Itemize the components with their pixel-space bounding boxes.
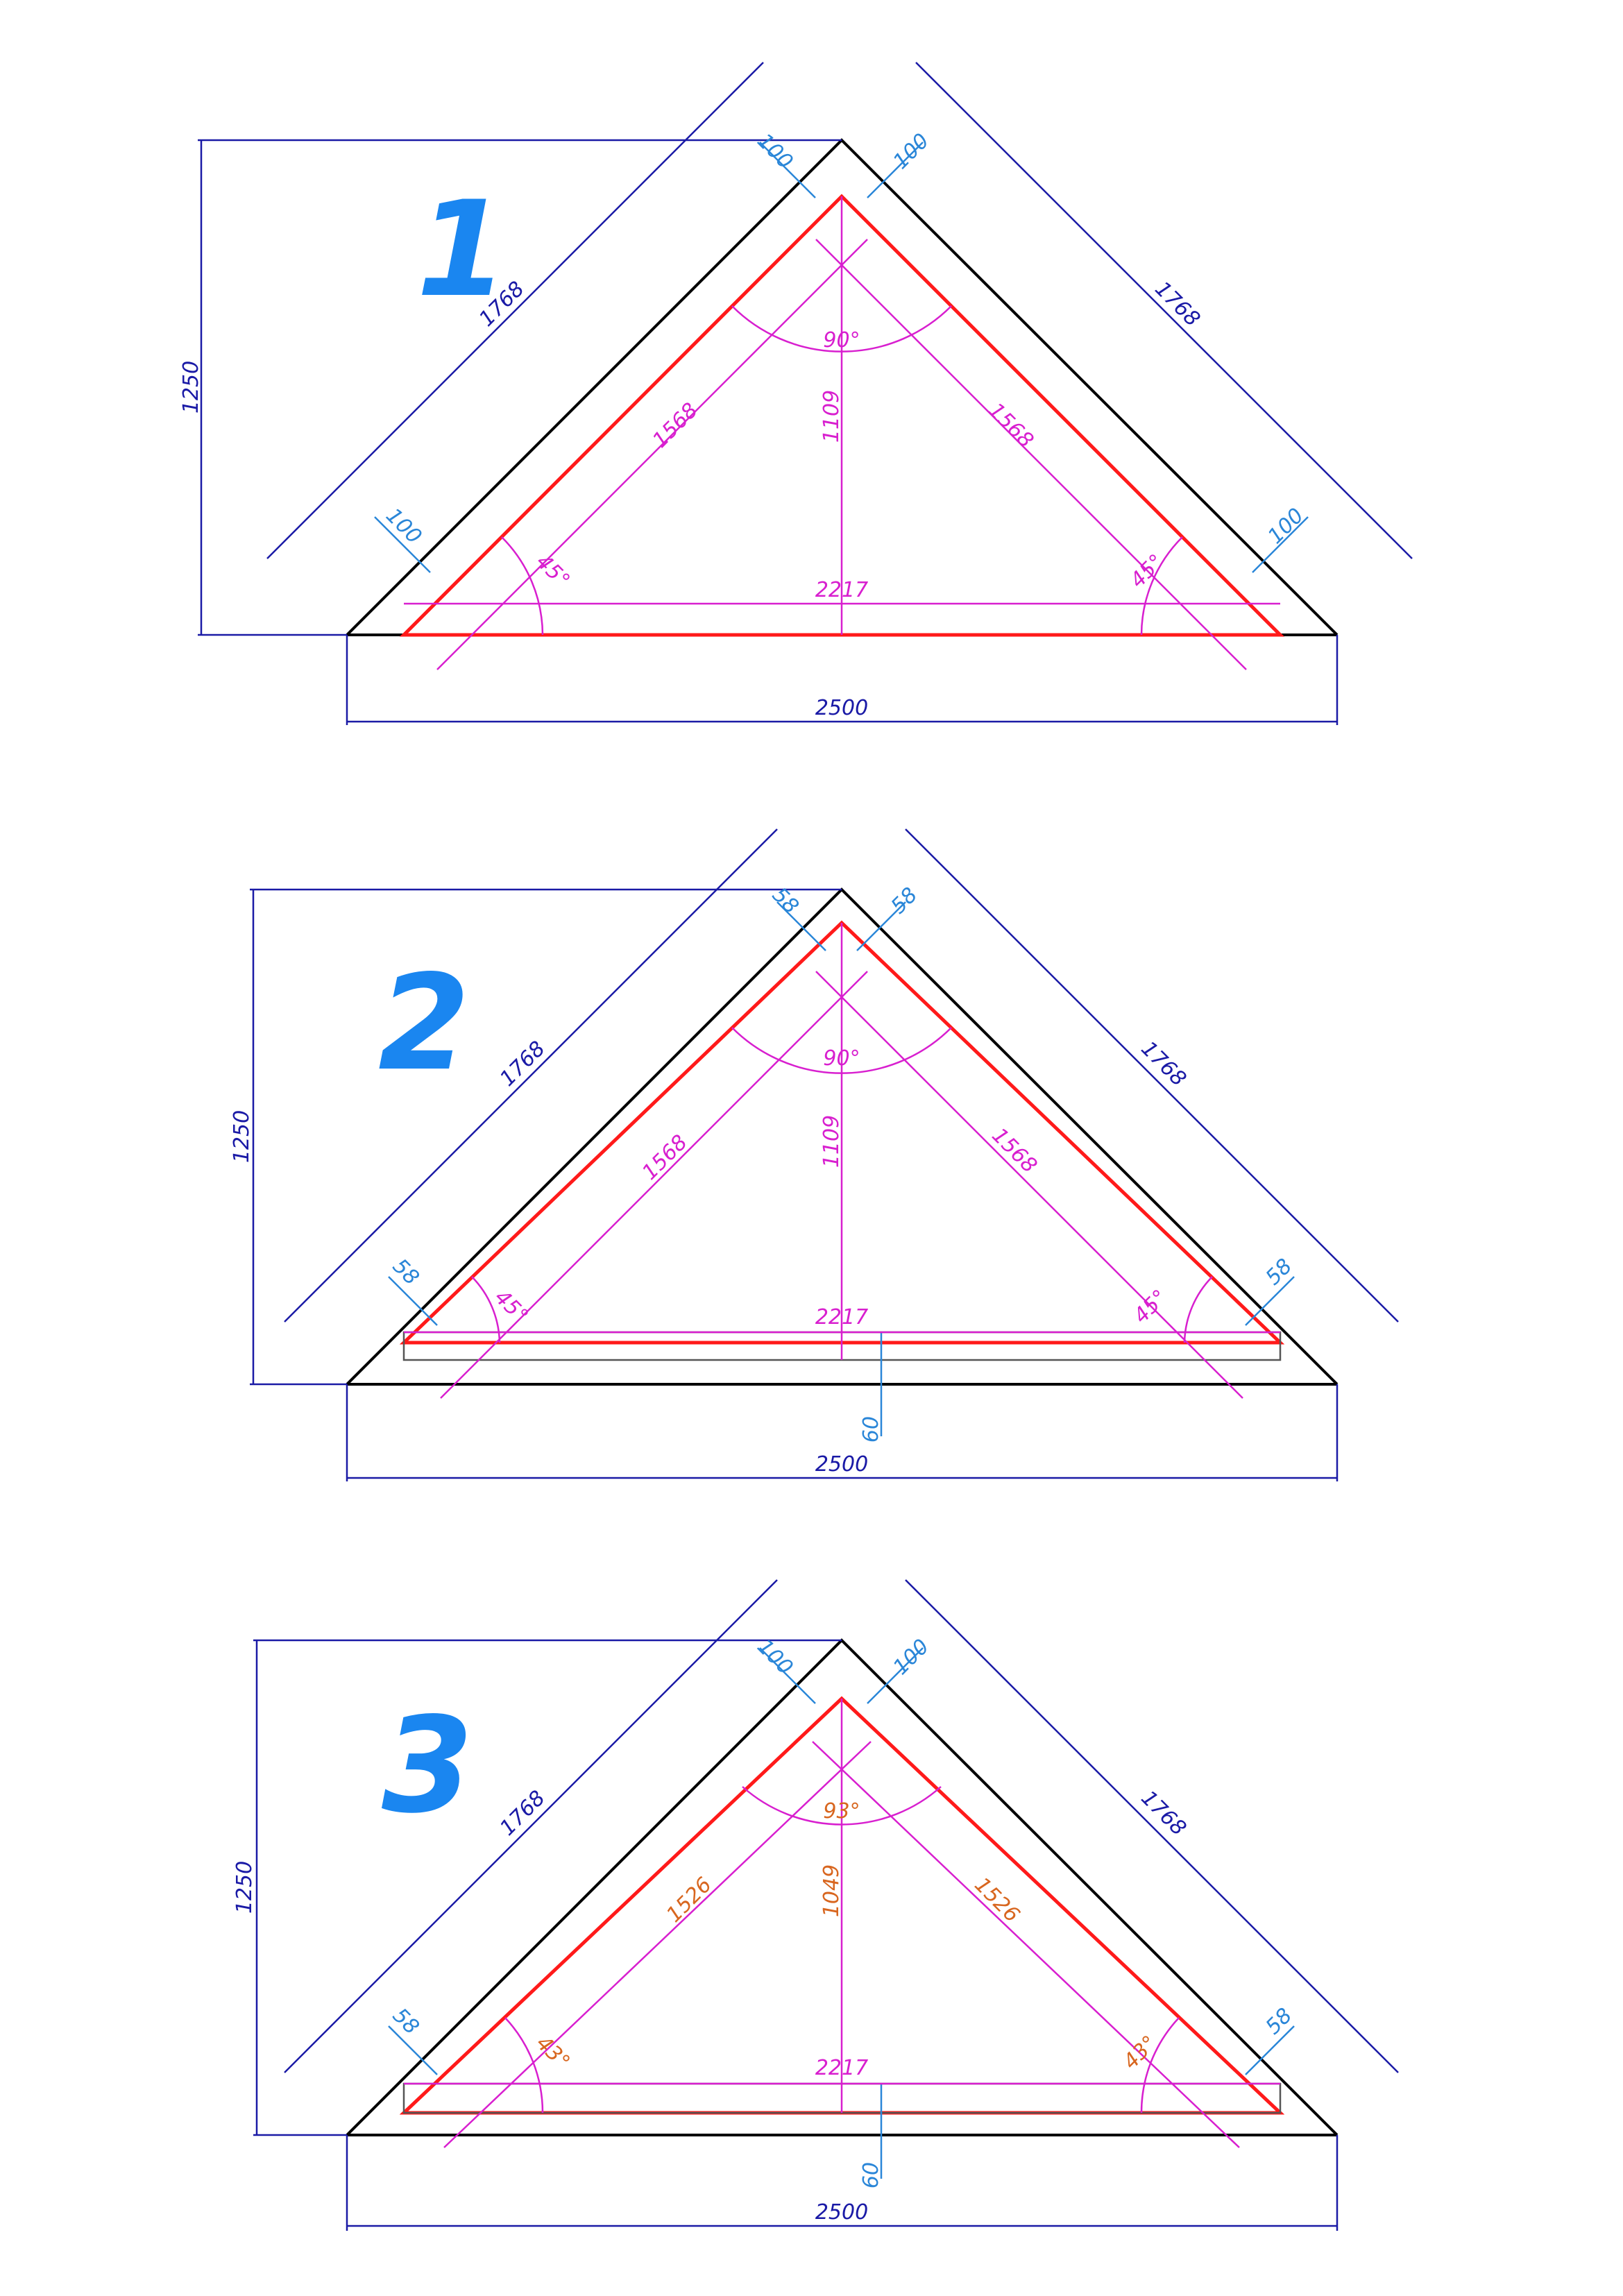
inner-base-label: 2217: [815, 578, 868, 602]
overall-height-label: 1250: [179, 361, 203, 414]
left-angle-arc: [501, 536, 544, 636]
inner-base-label: 2217: [815, 2056, 868, 2080]
offset-bottom-left-label: 100: [381, 504, 426, 549]
dim-offset-bottom-left: 100: [374, 504, 431, 573]
diagram-2: 2 1250 2500 1768 1768 58: [230, 828, 1399, 1481]
apex-angle-label: 93°: [823, 1799, 860, 1823]
overall-height-label: 1250: [230, 1110, 254, 1163]
right-angle-arc: [1140, 536, 1183, 636]
diagram-number: 1: [416, 173, 508, 326]
inner-dimensions: 93° 1049 2217 1526 1526 43° 43°: [404, 1699, 1280, 2148]
offset-bottom-left-label: 58: [388, 1254, 424, 1290]
apex-angle-arc: [742, 1786, 942, 1826]
outer-right-side-label: 1768: [1136, 1786, 1191, 1841]
inner-right-side-label: 1568: [983, 398, 1038, 453]
offset-top-left-label: 100: [752, 129, 797, 174]
offset-top-left-label: 100: [752, 1635, 797, 1680]
inner-left-side-label: 1526: [662, 1873, 717, 1928]
dim-overall-width: 2500: [346, 1384, 1339, 1481]
left-angle-arc: [504, 2017, 544, 2114]
right-angle-arc: [1140, 2017, 1180, 2114]
diagram-1: 1 1250 2500 1768 1768: [179, 62, 1413, 725]
offset-bottom-right-label: 100: [1264, 504, 1309, 549]
dim-outer-right-side: 1768: [915, 62, 1413, 559]
offset-top-right-label: 58: [886, 883, 922, 919]
dim-offset-bottom-right: 58: [1245, 2003, 1297, 2075]
inner-height-label: 1109: [819, 390, 844, 443]
overall-width-label: 2500: [815, 1452, 868, 1477]
inner-height-label: 1049: [819, 1864, 844, 1917]
dim-offset-bottom-left: 58: [388, 1254, 438, 1326]
overall-width-label: 2500: [815, 696, 868, 720]
dim-offset-top-right: 100: [867, 1635, 934, 1704]
apex-angle-arc: [731, 305, 952, 352]
dim-offset-bottom-left: 58: [388, 2003, 438, 2075]
dim-overall-height: 1250: [230, 888, 842, 1386]
dim-outer-right-side: 1768: [905, 828, 1399, 1323]
offset-top-left-label: 58: [767, 883, 804, 919]
apex-angle-label: 90°: [823, 328, 860, 352]
dim-bottom-offset: 60: [859, 1332, 883, 1443]
dim-offset-bottom-right: 100: [1252, 504, 1309, 573]
inner-left-dim-line: [436, 239, 868, 670]
inner-dimensions: 90° 1109 2217 1568 1568 45° 45°: [404, 196, 1280, 670]
dim-outer-left-side: 1768: [284, 828, 778, 1323]
right-angle-arc: [1183, 1276, 1213, 1343]
outer-left-side-label: 1768: [495, 1786, 550, 1841]
dim-outer-right-side: 1768: [905, 1579, 1399, 2073]
overall-height-label: 1250: [232, 1861, 257, 1914]
inner-left-side-label: 1568: [648, 398, 703, 453]
left-angle-label: 43°: [532, 2031, 575, 2074]
dim-overall-height: 1250: [179, 139, 842, 636]
offset-top-right-label: 100: [889, 129, 934, 174]
dim-outer-left-side: 1768: [284, 1579, 778, 2073]
left-angle-arc: [471, 1276, 501, 1343]
dim-offset-top-left: 58: [767, 883, 826, 951]
left-angle-label: 45°: [532, 550, 575, 593]
offset-top-right-label: 100: [889, 1635, 934, 1680]
apex-angle-arc: [731, 1027, 952, 1074]
dim-overall-width: 2500: [346, 635, 1339, 725]
bottom-offset-label: 60: [859, 1416, 883, 1443]
apex-angle-label: 90°: [823, 1046, 860, 1071]
diagram-3: 3 1250 2500 1768 1768 100: [232, 1579, 1399, 2231]
inner-right-side-label: 1526: [969, 1873, 1024, 1928]
inner-height-label: 1109: [819, 1115, 844, 1168]
dim-offset-top-left: 100: [752, 129, 816, 198]
diagram-number: 3: [382, 1689, 473, 1842]
inner-left-dim-line: [443, 1741, 872, 2148]
dim-offset-top-right: 58: [856, 883, 922, 951]
dim-overall-width: 2500: [346, 2135, 1339, 2231]
dim-offset-top-right: 100: [867, 129, 934, 198]
outer-right-side-label: 1768: [1136, 1037, 1191, 1091]
inner-left-side-label: 1568: [638, 1130, 692, 1185]
inner-dimensions: 90° 1109 2217 1568 1568 45° 45°: [404, 923, 1280, 1399]
inner-right-dim-line: [812, 1741, 1240, 2148]
dim-overall-height: 1250: [232, 1639, 842, 2136]
inner-base-label: 2217: [815, 1305, 868, 1329]
diagram-number: 2: [378, 946, 470, 1100]
offset-bottom-right-label: 58: [1261, 2003, 1297, 2039]
dim-bottom-offset: 60: [859, 2084, 883, 2188]
dim-offset-top-left: 100: [752, 1635, 816, 1704]
inner-left-dim-line: [440, 971, 868, 1399]
offset-bottom-right-label: 58: [1261, 1254, 1297, 1290]
dim-outer-left-side: 1768: [266, 62, 764, 559]
inner-right-dim-line: [815, 971, 1243, 1399]
inner-right-dim-line: [815, 239, 1247, 670]
overall-width-label: 2500: [815, 2200, 868, 2225]
bottom-offset-label: 60: [859, 2162, 883, 2188]
offset-bottom-left-label: 58: [388, 2003, 424, 2039]
